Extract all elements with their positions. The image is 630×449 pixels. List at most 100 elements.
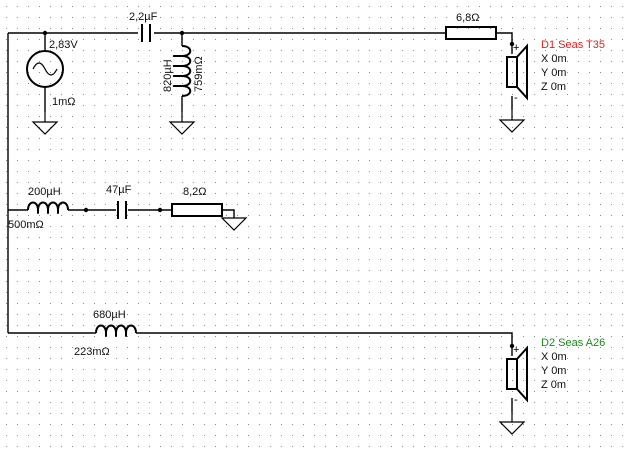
grid-dot bbox=[226, 6, 227, 7]
grid-dot bbox=[138, 292, 139, 293]
grid-dot bbox=[523, 39, 524, 40]
grid-dot bbox=[534, 72, 535, 73]
grid-dot bbox=[116, 369, 117, 370]
grid-dot bbox=[171, 248, 172, 249]
grid-dot bbox=[314, 127, 315, 128]
grid-dot bbox=[61, 292, 62, 293]
capacitor-c1[interactable] bbox=[141, 24, 151, 42]
grid-dot bbox=[138, 413, 139, 414]
grid-dot bbox=[127, 6, 128, 7]
grid-dot bbox=[226, 292, 227, 293]
grid-dot bbox=[160, 171, 161, 172]
grid-dot bbox=[468, 424, 469, 425]
grid-dot bbox=[303, 446, 304, 447]
grid-dot bbox=[270, 83, 271, 84]
grid-dot bbox=[314, 325, 315, 326]
grid-dot bbox=[457, 413, 458, 414]
grid-dot bbox=[204, 424, 205, 425]
grid-dot bbox=[347, 50, 348, 51]
grid-dot bbox=[347, 325, 348, 326]
grid-dot bbox=[325, 182, 326, 183]
speaker-d1-icon[interactable] bbox=[506, 43, 528, 110]
grid-dot bbox=[611, 402, 612, 403]
grid-dot bbox=[479, 402, 480, 403]
grid-dot bbox=[622, 171, 623, 172]
grid-dot bbox=[259, 39, 260, 40]
voltage-source-icon[interactable] bbox=[26, 50, 64, 88]
grid-dot bbox=[501, 138, 502, 139]
grid-dot bbox=[391, 105, 392, 106]
grid-dot bbox=[391, 413, 392, 414]
inductor-l3-icon[interactable] bbox=[95, 324, 137, 337]
grid-dot bbox=[479, 347, 480, 348]
grid-dot bbox=[171, 160, 172, 161]
grid-dot bbox=[545, 127, 546, 128]
grid-dot bbox=[303, 215, 304, 216]
grid-dot bbox=[160, 369, 161, 370]
grid-dot bbox=[589, 149, 590, 150]
ground-icon bbox=[168, 112, 196, 135]
grid-dot bbox=[237, 182, 238, 183]
grid-dot bbox=[105, 446, 106, 447]
speaker-d2-icon[interactable] bbox=[506, 345, 528, 412]
grid-dot bbox=[215, 237, 216, 238]
grid-dot bbox=[160, 138, 161, 139]
grid-dot bbox=[105, 61, 106, 62]
grid-dot bbox=[138, 446, 139, 447]
grid-dot bbox=[215, 325, 216, 326]
grid-dot bbox=[303, 336, 304, 337]
capacitor-c2[interactable] bbox=[117, 201, 127, 219]
grid-dot bbox=[94, 446, 95, 447]
grid-dot bbox=[226, 259, 227, 260]
grid-dot bbox=[6, 237, 7, 238]
grid-dot bbox=[314, 281, 315, 282]
grid-dot bbox=[490, 347, 491, 348]
grid-dot bbox=[512, 446, 513, 447]
grid-dot bbox=[567, 325, 568, 326]
grid-dot bbox=[556, 391, 557, 392]
grid-dot bbox=[237, 446, 238, 447]
grid-dot bbox=[391, 347, 392, 348]
grid-dot bbox=[149, 116, 150, 117]
grid-dot bbox=[28, 17, 29, 18]
grid-dot bbox=[435, 6, 436, 7]
grid-dot bbox=[424, 347, 425, 348]
grid-dot bbox=[380, 259, 381, 260]
grid-dot bbox=[490, 281, 491, 282]
grid-dot bbox=[61, 413, 62, 414]
grid-dot bbox=[534, 270, 535, 271]
grid-dot bbox=[193, 391, 194, 392]
grid-dot bbox=[248, 39, 249, 40]
grid-dot bbox=[193, 28, 194, 29]
grid-dot bbox=[556, 303, 557, 304]
grid-dot bbox=[314, 72, 315, 73]
grid-dot bbox=[248, 237, 249, 238]
grid-dot bbox=[94, 28, 95, 29]
grid-dot bbox=[28, 39, 29, 40]
grid-dot bbox=[391, 83, 392, 84]
grid-dot bbox=[105, 424, 106, 425]
grid-dot bbox=[468, 292, 469, 293]
inductor-l2-icon[interactable] bbox=[27, 201, 69, 214]
grid-dot bbox=[116, 72, 117, 73]
grid-dot bbox=[237, 270, 238, 271]
grid-dot bbox=[6, 435, 7, 436]
grid-dot bbox=[105, 204, 106, 205]
grid-dot bbox=[160, 446, 161, 447]
grid-dot bbox=[380, 50, 381, 51]
grid-dot bbox=[523, 226, 524, 227]
grid-dot bbox=[424, 83, 425, 84]
grid-dot bbox=[182, 446, 183, 447]
resistor-r1[interactable] bbox=[445, 26, 497, 40]
grid-dot bbox=[149, 435, 150, 436]
grid-dot bbox=[424, 237, 425, 238]
grid-dot bbox=[237, 28, 238, 29]
grid-dot bbox=[358, 402, 359, 403]
resistor-r2[interactable] bbox=[171, 203, 223, 217]
ground-icon bbox=[498, 110, 526, 133]
grid-dot bbox=[578, 226, 579, 227]
grid-dot bbox=[39, 28, 40, 29]
inductor-l1-icon[interactable] bbox=[172, 45, 192, 97]
grid-dot bbox=[248, 193, 249, 194]
